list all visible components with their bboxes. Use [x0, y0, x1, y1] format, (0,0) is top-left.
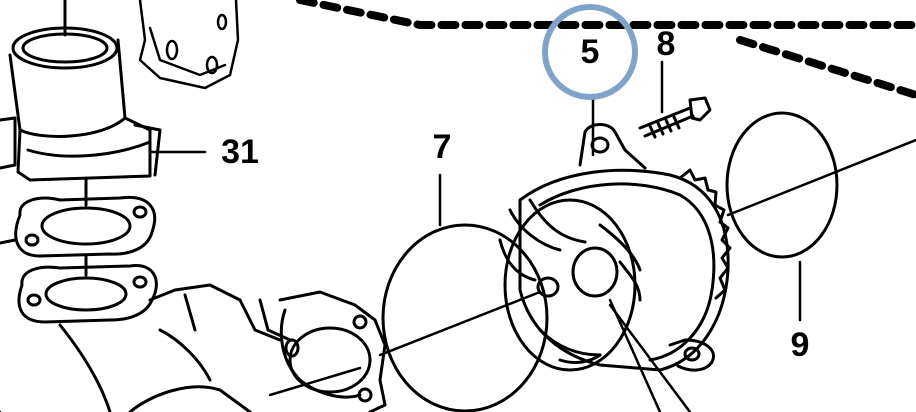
- callout-7[interactable]: 7: [433, 128, 452, 166]
- background-housing: [138, 0, 240, 90]
- callout-8[interactable]: 8: [657, 25, 676, 63]
- leader-lines: [148, 60, 802, 412]
- o-ring-9: [725, 111, 839, 259]
- flange-gasket: [0, 195, 157, 258]
- water-pump: [498, 123, 732, 372]
- lower-housing: [58, 283, 387, 412]
- callout-9[interactable]: 9: [791, 326, 810, 364]
- o-ring-7: [381, 223, 549, 412]
- callout-31[interactable]: 31: [221, 133, 259, 171]
- highlight-circle: [542, 4, 638, 100]
- bolt-8: [638, 96, 712, 139]
- dashed-boundary: [296, 0, 916, 99]
- callout-5[interactable]: 5: [581, 33, 600, 71]
- hose-connector: [0, 0, 162, 182]
- assembly-axis-lines: [0, 138, 916, 412]
